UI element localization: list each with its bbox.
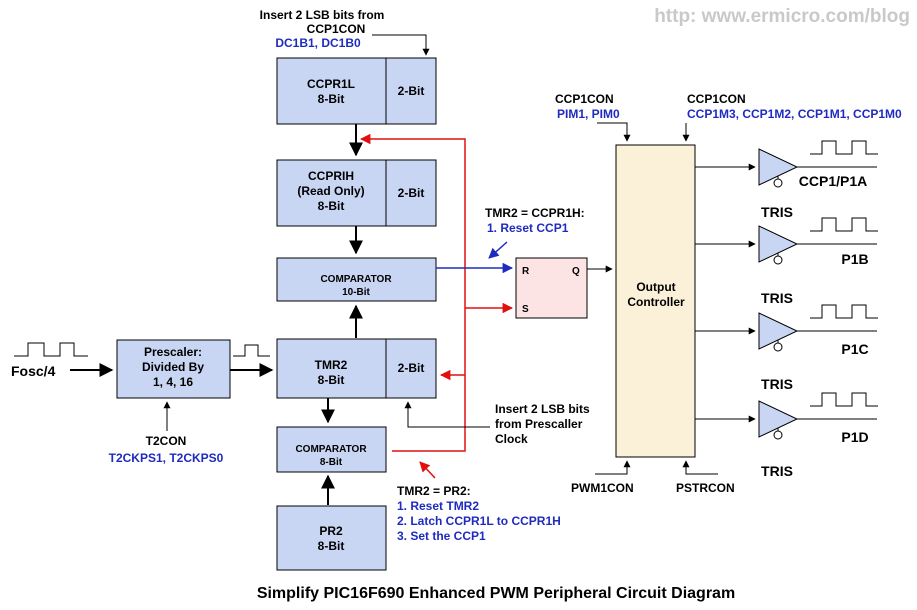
ccp1con-b-label: CCP1CON bbox=[687, 92, 746, 106]
insert-bot-label-1: Insert 2 LSB bits bbox=[495, 402, 590, 416]
tmr2-bits: 8-Bit bbox=[318, 373, 345, 387]
pr2-bits: 8-Bit bbox=[318, 539, 345, 553]
ccprih-sub: (Read Only) bbox=[297, 184, 364, 198]
sr-latch-block: R S Q bbox=[515, 257, 588, 319]
reset-ccp1-label: 1. Reset CCP1 bbox=[487, 221, 569, 235]
comp8-bits: 8-Bit bbox=[320, 457, 343, 468]
latch-r: R bbox=[522, 266, 530, 277]
tmr2-pr2-label: TMR2 = PR2: bbox=[397, 484, 471, 498]
insert-top-label-3: DC1B1, DC1B0 bbox=[275, 36, 361, 50]
prescaler-line3: 1, 4, 16 bbox=[153, 375, 193, 389]
p1a-name: CCP1/P1A bbox=[799, 173, 867, 189]
output-p1d: P1D TRIS bbox=[695, 392, 878, 479]
output-line1: Output bbox=[636, 280, 675, 294]
t2con-label: T2CON bbox=[146, 434, 187, 448]
tmr2-block: TMR2 8-Bit 2-Bit bbox=[276, 338, 437, 399]
insert-bot-label-2: from Prescaller bbox=[495, 417, 583, 431]
ccpr1l-name: CCPR1L bbox=[307, 77, 355, 91]
pim-label: PIM1, PIM0 bbox=[557, 107, 620, 121]
prescaler-line2: Divided By bbox=[142, 360, 204, 374]
comparator-8bit-block: COMPARATOR 8-Bit bbox=[276, 426, 387, 473]
ccprih-name: CCPRIH bbox=[308, 169, 354, 183]
ccp1m-label: CCP1M3, CCP1M2, CCP1M1, CCP1M0 bbox=[687, 107, 902, 121]
insert-top-label-1: Insert 2 LSB bits from bbox=[260, 8, 385, 22]
pwm1con-label: PWM1CON bbox=[571, 481, 634, 495]
ccpr1l-block: CCPR1L 8-Bit 2-Bit bbox=[276, 57, 437, 125]
pr2-action-1: 1. Reset TMR2 bbox=[397, 499, 479, 513]
p1b-tris: TRIS bbox=[761, 290, 793, 306]
insert-bot-label-3: Clock bbox=[495, 432, 528, 446]
fosc-label: Fosc/4 bbox=[11, 363, 56, 379]
comparator-10bit-block: COMPARATOR 10-Bit bbox=[276, 257, 437, 302]
p1b-name: P1B bbox=[841, 251, 868, 267]
watermark: http: www.ermicro.com/blog bbox=[654, 6, 910, 27]
output-p1b: P1B TRIS bbox=[695, 217, 878, 306]
t2ckps-label: T2CKPS1, T2CKPS0 bbox=[109, 451, 224, 465]
diagram-title: Simplify PIC16F690 Enhanced PWM Peripher… bbox=[257, 585, 735, 602]
latch-q: Q bbox=[572, 266, 580, 277]
comp8-name: COMPARATOR bbox=[295, 444, 367, 455]
ccprih-bits: 8-Bit bbox=[318, 199, 345, 213]
output-controller-block: Output Controller bbox=[615, 144, 696, 458]
ccp1con-a-label: CCP1CON bbox=[555, 92, 614, 106]
output-p1a: CCP1/P1A TRIS bbox=[695, 140, 878, 220]
ccpr1l-bits: 8-Bit bbox=[318, 92, 345, 106]
p1d-name: P1D bbox=[841, 429, 868, 445]
ccpr1l-ext: 2-Bit bbox=[398, 84, 425, 98]
latch-s: S bbox=[522, 304, 529, 315]
p1d-tris: TRIS bbox=[761, 463, 793, 479]
p1c-name: P1C bbox=[841, 341, 868, 357]
output-p1c: P1C TRIS bbox=[695, 304, 878, 392]
tmr2-ccpr1h-label: TMR2 = CCPR1H: bbox=[485, 206, 585, 220]
output-line2: Controller bbox=[627, 295, 685, 309]
pr2-block: PR2 8-Bit bbox=[276, 505, 387, 571]
pr2-name: PR2 bbox=[319, 524, 343, 538]
ccprih-ext: 2-Bit bbox=[398, 186, 425, 200]
pr2-action-3: 3. Set the CCP1 bbox=[397, 529, 486, 543]
pstrcon-label: PSTRCON bbox=[676, 481, 735, 495]
tmr2-name: TMR2 bbox=[315, 358, 348, 372]
tmr2-ext: 2-Bit bbox=[398, 361, 425, 375]
prescaler-block: Prescaler: Divided By 1, 4, 16 bbox=[116, 339, 231, 399]
comp10-name: COMPARATOR bbox=[320, 274, 392, 285]
p1a-tris: TRIS bbox=[761, 204, 793, 220]
pr2-action-2: 2. Latch CCPR1L to CCPR1H bbox=[397, 514, 561, 528]
comp10-bits: 10-Bit bbox=[342, 287, 370, 298]
prescaler-line1: Prescaler: bbox=[144, 345, 202, 359]
ccprih-block: CCPRIH (Read Only) 8-Bit 2-Bit bbox=[276, 159, 437, 227]
insert-top-label-2: CCP1CON bbox=[307, 22, 366, 36]
p1c-tris: TRIS bbox=[761, 376, 793, 392]
